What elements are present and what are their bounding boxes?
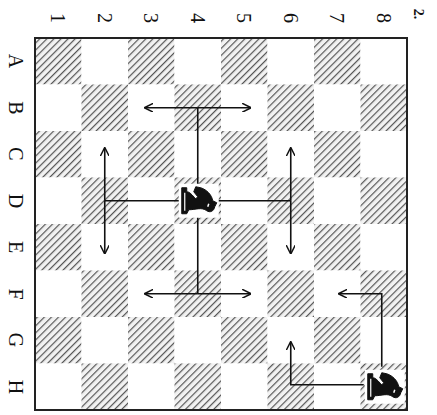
rank-number: 1 [48,13,68,23]
figure-number: 2. [411,9,425,20]
rank-number: 7 [327,13,347,23]
board-square [314,38,361,85]
board-square [314,131,361,178]
board-square [361,85,408,132]
file-letter: H [6,380,26,394]
board-square [361,364,408,411]
move-arrow [145,293,198,295]
board-square [35,178,82,225]
board-square [82,317,129,364]
board-square [128,38,175,85]
rank-number: 2 [95,13,115,23]
file-letter: B [6,101,26,114]
board-square [128,131,175,178]
move-arrow [198,293,251,295]
board-square [221,131,268,178]
rank-number: 4 [188,13,208,23]
board-square [268,271,315,318]
knight-icon [179,184,219,218]
board-square [361,224,408,271]
board-square [128,317,175,364]
board-square [175,38,222,85]
board-squares [35,38,407,410]
board-square [268,85,315,132]
rank-number: 6 [281,13,301,23]
board-square [35,224,82,271]
board-square [82,364,129,411]
file-letter: E [6,241,26,253]
board-square [361,178,408,225]
board-square [314,317,361,364]
board-square [82,85,129,132]
file-letter: G [6,333,26,347]
board-square [314,364,361,411]
rank-number: 3 [141,13,161,23]
board-square [82,271,129,318]
board-square [221,38,268,85]
board-square [35,364,82,411]
file-letter: D [6,194,26,208]
board-square [35,38,82,85]
rank-number: 5 [234,13,254,23]
board-square [35,271,82,318]
board-square [175,178,222,225]
board-square [314,178,361,225]
move-arrows [105,108,382,385]
file-letter: F [6,288,26,299]
move-arrow [104,201,106,254]
move-arrow [104,148,106,201]
file-letter: A [6,54,26,68]
rank-number: 8 [374,13,394,23]
move-arrow [339,294,382,367]
board-square [221,317,268,364]
board-square [221,224,268,271]
knight-icon [365,370,405,404]
move-arrow [145,107,198,109]
move-arrow [198,107,251,109]
board-square [35,317,82,364]
board-square [221,364,268,411]
board-border [35,38,407,410]
move-arrow [290,201,292,254]
board-square [128,364,175,411]
board-square [128,224,175,271]
board-square [175,364,222,411]
board-square [35,85,82,132]
board-square [82,38,129,85]
file-letter: C [6,148,26,161]
board-square [361,131,408,178]
board-square [35,131,82,178]
board-square [314,85,361,132]
board-square [361,38,408,85]
board-square [361,317,408,364]
knight-icons [179,184,405,404]
board-square [268,38,315,85]
move-arrow [290,148,292,201]
move-arrow [291,342,364,385]
board-square [175,317,222,364]
board-square [314,224,361,271]
